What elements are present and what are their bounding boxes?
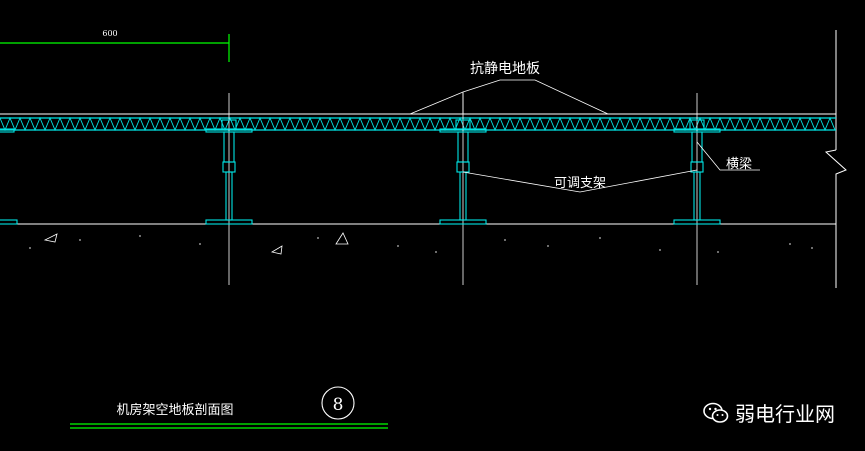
dimension-600: 600 bbox=[0, 29, 230, 62]
leader-lines bbox=[409, 79, 760, 193]
drawing-title: 机房架空地板剖面图 bbox=[116, 402, 233, 418]
title-block: 机房架空地板剖面图 8 bbox=[70, 386, 388, 429]
center-lines bbox=[228, 93, 698, 285]
dimension-text: 600 bbox=[102, 29, 117, 38]
pedestal-3 bbox=[673, 119, 721, 225]
label-stringer: 横梁 bbox=[726, 157, 752, 172]
concrete-slab bbox=[0, 223, 836, 255]
watermark-text: 弱电行业网 bbox=[735, 402, 835, 426]
antistatic-floor-panel bbox=[0, 113, 836, 132]
detail-number: 8 bbox=[333, 395, 344, 415]
label-antistatic-floor: 抗静电地板 bbox=[470, 61, 540, 77]
pedestal-1 bbox=[205, 119, 253, 225]
wall-break-line bbox=[824, 30, 847, 288]
detail-number-circle bbox=[321, 386, 355, 420]
wechat-icon bbox=[703, 402, 729, 423]
watermark: 弱电行业网 bbox=[703, 398, 835, 427]
label-adjustable-pedestal: 可调支架 bbox=[554, 176, 606, 191]
pedestal-edge bbox=[0, 128, 18, 225]
